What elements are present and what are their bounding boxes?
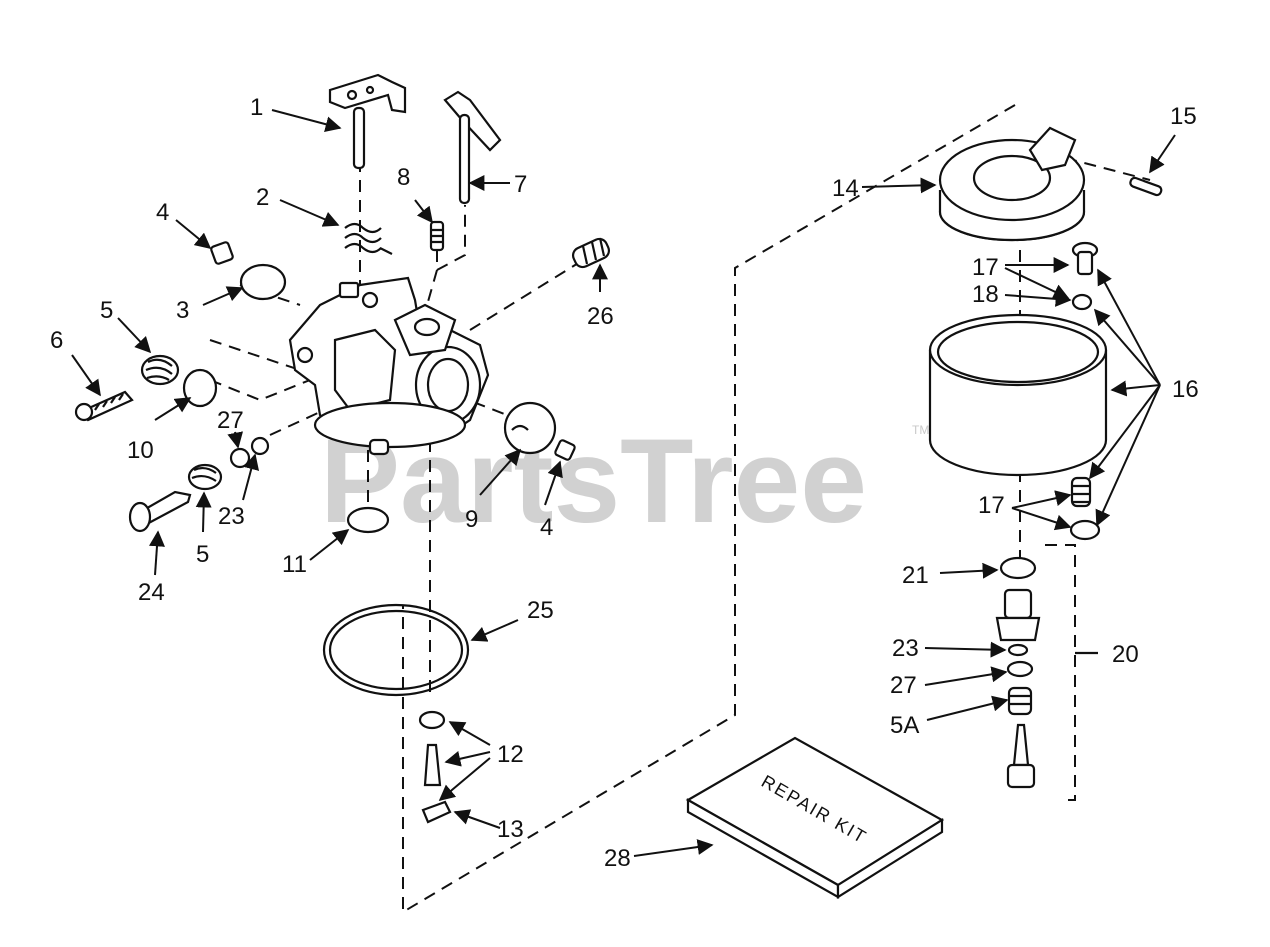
part-label-11: 11 xyxy=(282,551,307,578)
washer-part-23-right xyxy=(1007,643,1029,657)
bowl-screw-part-17 xyxy=(1071,241,1099,276)
part-label-17-lower: 17 xyxy=(978,492,1005,519)
part-label-8: 8 xyxy=(397,164,410,191)
part-label-2: 2 xyxy=(256,184,269,211)
part-label-23-right: 23 xyxy=(892,635,919,662)
float-bowl-part xyxy=(928,313,1108,477)
part-label-12: 12 xyxy=(497,741,524,768)
part-label-4-lower: 4 xyxy=(540,514,553,541)
part-label-16: 16 xyxy=(1172,376,1199,403)
part-label-27-right: 27 xyxy=(890,672,917,699)
part-label-21: 21 xyxy=(902,562,929,589)
spring-part-2 xyxy=(344,222,393,255)
part-label-23-left: 23 xyxy=(218,503,245,530)
bowl-gasket-part xyxy=(322,603,470,697)
part-label-3: 3 xyxy=(176,297,189,324)
part-label-7: 7 xyxy=(514,171,527,198)
part-label-14: 14 xyxy=(832,175,859,202)
bowl-nut-part xyxy=(995,588,1041,642)
carburetor-body xyxy=(288,276,490,456)
watermark-trademark: TM xyxy=(912,423,929,437)
part-label-25: 25 xyxy=(527,597,554,624)
gasket-part-21 xyxy=(999,556,1037,580)
part-label-28: 28 xyxy=(604,845,631,872)
part-number-labels: 1 2 3 4 4 5 5 6 7 8 9 10 11 12 13 14 15 … xyxy=(50,94,1199,872)
washer-part-23-left xyxy=(250,436,270,456)
part-label-15: 15 xyxy=(1170,103,1197,130)
float-pin-part xyxy=(1129,176,1163,197)
fuel-fitting-part xyxy=(571,237,611,269)
screw-part-4-lower xyxy=(554,439,576,461)
needle-part-20 xyxy=(1006,723,1036,789)
float-part xyxy=(938,126,1086,242)
part-label-6: 6 xyxy=(50,327,63,354)
leader-arrows xyxy=(71,109,1176,857)
part-label-10: 10 xyxy=(127,437,154,464)
clip-part-17-lower xyxy=(1069,519,1101,541)
part-label-27-left: 27 xyxy=(217,407,244,434)
part-label-24: 24 xyxy=(138,579,165,606)
choke-plate-part xyxy=(503,401,557,455)
inlet-needle-part xyxy=(418,710,446,787)
part-label-5-upper: 5 xyxy=(100,297,113,324)
washer-part-18 xyxy=(1071,293,1093,311)
idle-mixture-screw-part xyxy=(74,390,134,422)
spring-part-5-upper xyxy=(140,354,180,386)
part-label-4-upper: 4 xyxy=(156,199,169,226)
spring-part-5-lower xyxy=(187,463,223,491)
welch-plug-part xyxy=(182,368,218,408)
repair-kit-part: REPAIR KIT xyxy=(685,736,945,899)
screw-part-8 xyxy=(429,220,445,252)
part-label-9: 9 xyxy=(465,506,478,533)
part-label-5A: 5A xyxy=(890,712,919,739)
choke-shaft-part xyxy=(443,90,502,205)
washer-part-27-right xyxy=(1006,660,1034,678)
main-mixture-screw-part xyxy=(128,490,192,533)
part-label-26: 26 xyxy=(587,303,614,330)
spring-part-17-lower xyxy=(1070,476,1092,508)
part-label-5-lower: 5 xyxy=(196,541,209,568)
screw-part-4-upper xyxy=(210,241,234,265)
part-label-13: 13 xyxy=(497,816,524,843)
plug-part-11 xyxy=(346,506,390,534)
throttle-plate-part xyxy=(239,263,287,301)
clip-part-13 xyxy=(421,800,452,824)
spring-part-5A xyxy=(1007,686,1033,716)
part-label-20: 20 xyxy=(1112,641,1139,668)
part-label-1: 1 xyxy=(250,94,263,121)
throttle-shaft-part xyxy=(328,73,407,170)
part-label-17-upper: 17 xyxy=(972,254,999,281)
part-label-18: 18 xyxy=(972,281,999,308)
washer-part-27-left xyxy=(229,447,251,469)
